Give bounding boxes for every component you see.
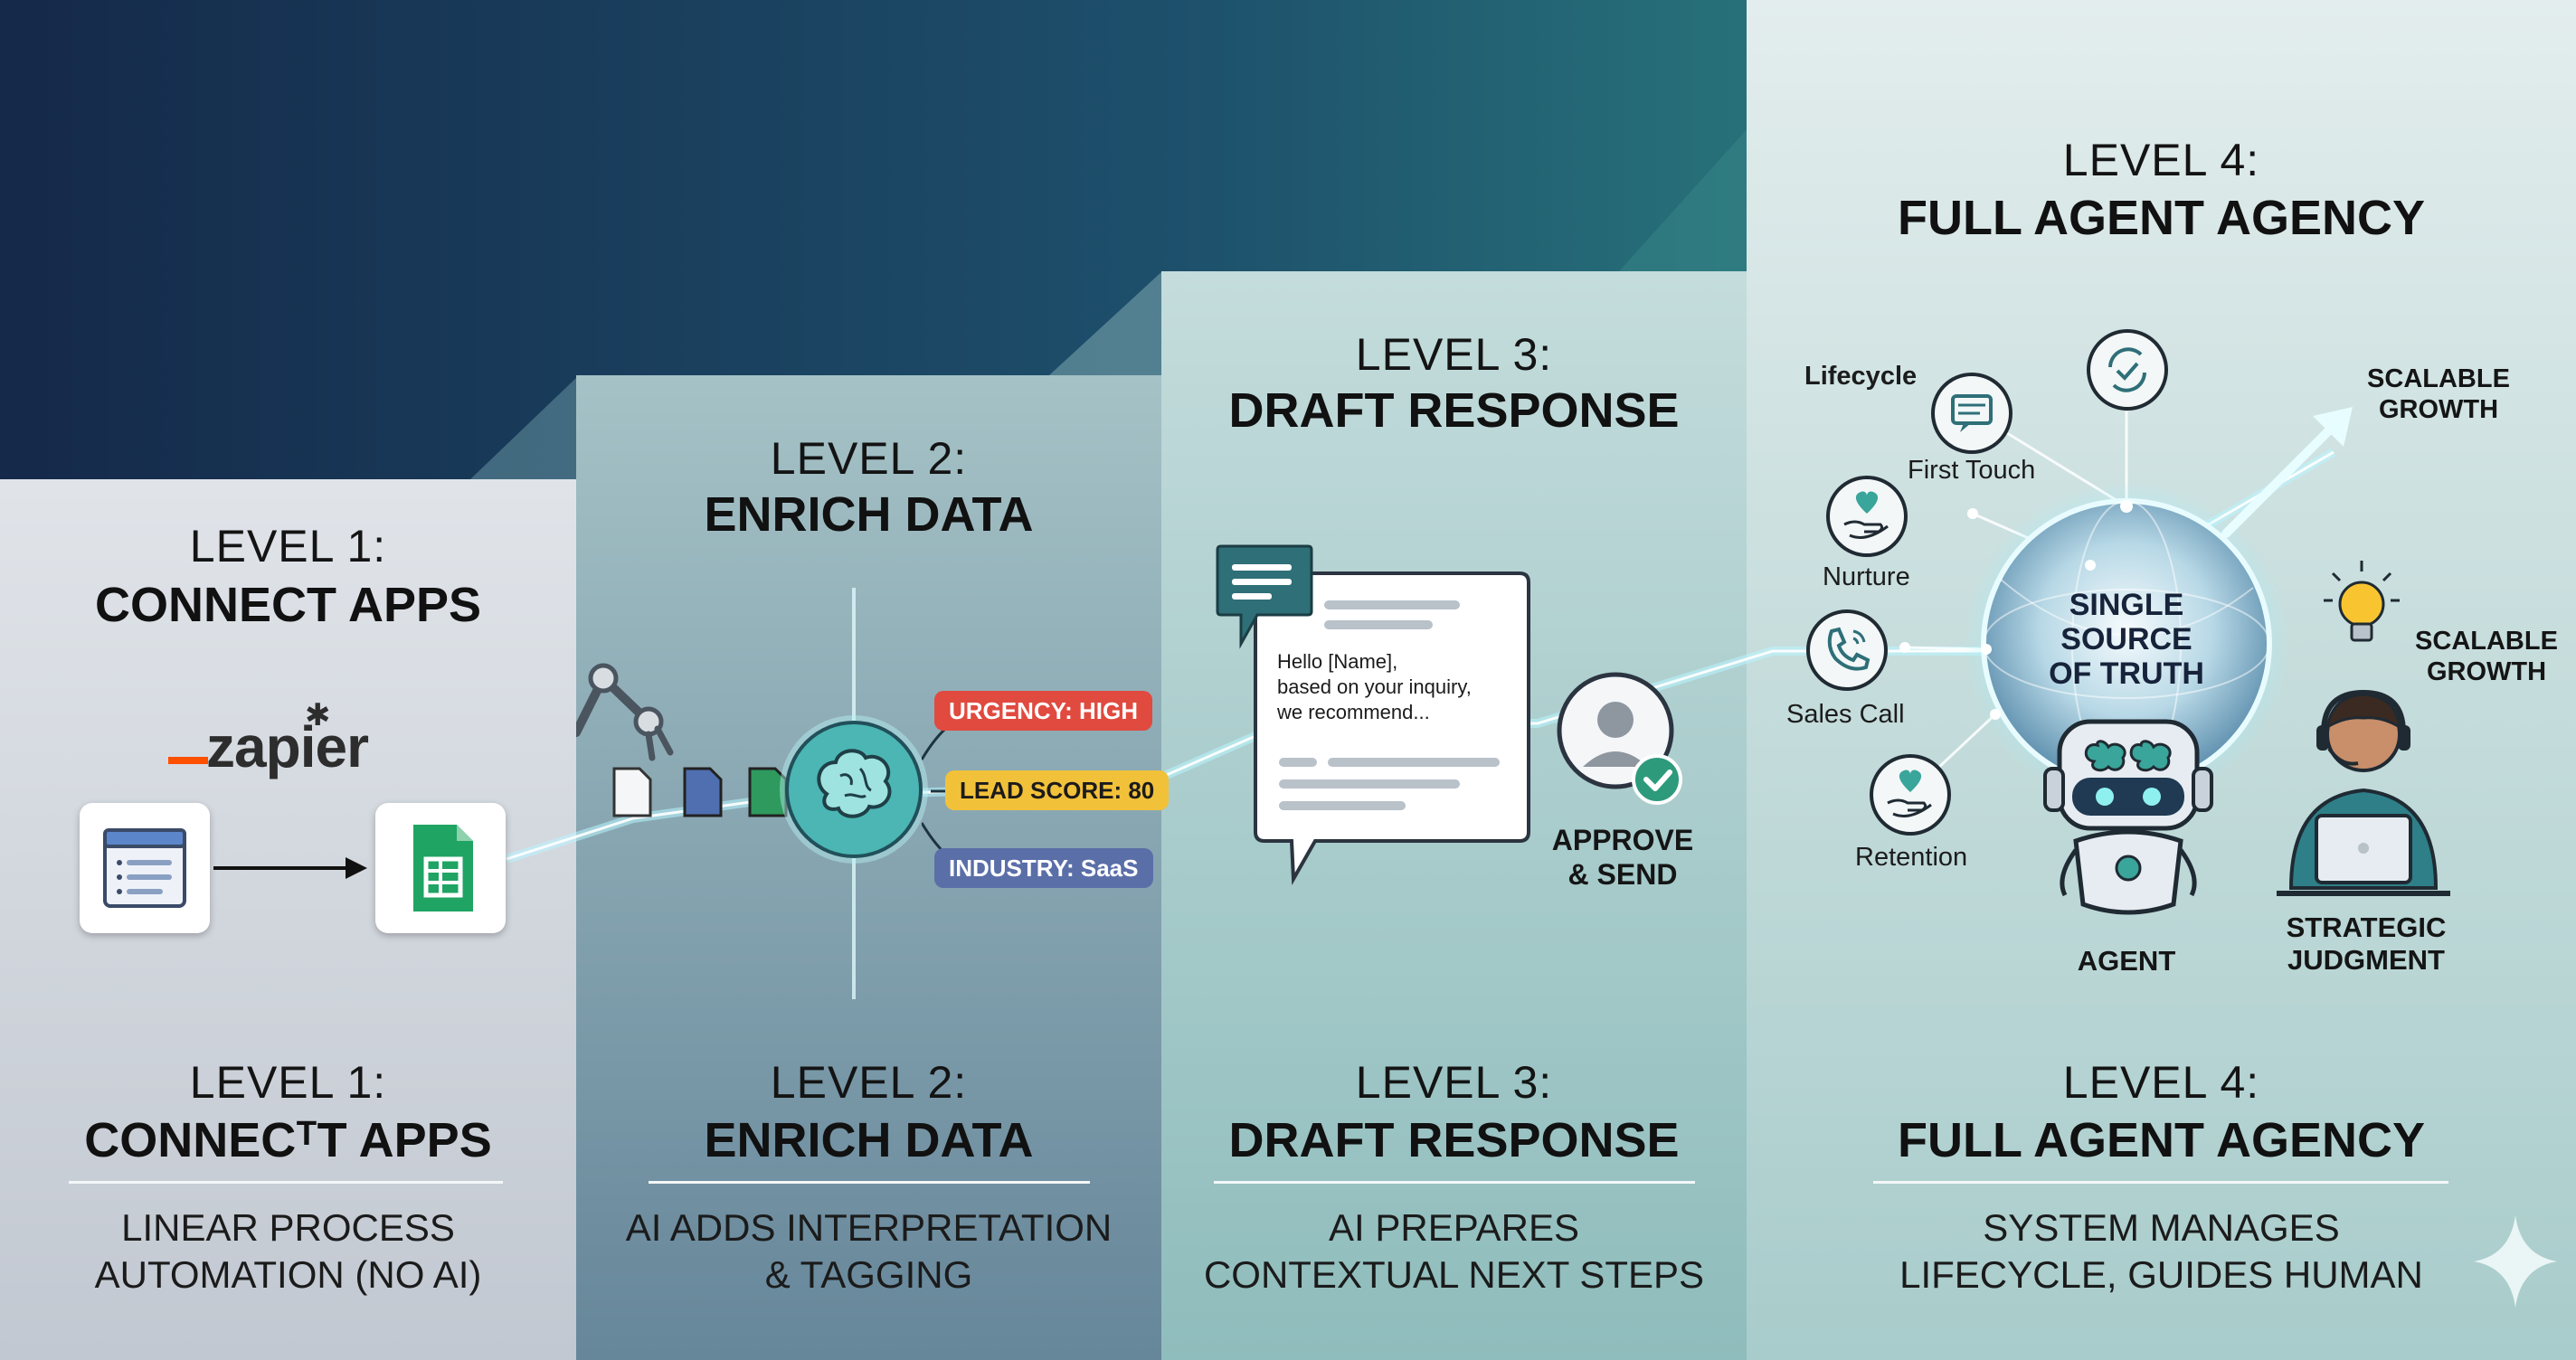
sphere-line: SINGLE [2069,588,2184,622]
zapier-asterisk-icon: ✱ [305,698,331,732]
panel-level-4: LEVEL 4: FULL AGENT AGENCY Lifecycle [1747,0,2576,1360]
scalable-line: SCALABLE [2415,627,2558,656]
agent-label: AGENT [2077,945,2176,977]
draft-line: based on your inquiry, [1277,675,1472,698]
robot-icon [2029,714,2228,927]
zapier-wordmark: zapier [206,714,369,779]
user-check-icon [1556,671,1691,811]
sales-call-label: Sales Call [1786,700,1905,729]
retention-icon [1868,752,1953,842]
draft-line: Hello [Name], [1277,650,1398,673]
level-label: LEVEL 4: [2062,135,2260,185]
tag-urgency: URGENCY: HIGH [934,691,1152,731]
sparkle-icon [2470,1212,2561,1316]
scalable-growth-label: SCALABLE GROWTH [2334,364,2543,425]
level-title: ENRICH DATA [704,487,1034,542]
arrow-right-icon [212,852,371,889]
human-operator-icon [2273,680,2454,911]
tag-industry: INDUSTRY: SaaS [934,848,1153,888]
sales-call-icon [1804,608,1889,697]
scalable-line: SCALABLE [2367,364,2510,393]
panel-level-2: LEVEL 2: ENRICH DATA URGENCY: HIGH LEAD … [572,0,1170,1360]
level-label: LEVEL 4: [2062,1057,2260,1108]
form-window-icon [80,803,210,933]
description-line: AI ADDS INTERPRETATION [625,1206,1113,1249]
robot-arm-icon [572,651,712,791]
level-title: FULL AGENT AGENCY [1897,1113,2425,1167]
level-label: LEVEL 3: [1355,329,1553,380]
nurture-icon [1824,474,1909,563]
approve-send-label: APPROVE & SEND [1523,823,1722,892]
description-line: LIFECYCLE, GUIDES HUMAN [1899,1253,2423,1296]
description-line: & TAGGING [764,1253,973,1296]
scalable-growth-label: SCALABLE GROWTH [2396,626,2576,687]
level-title: FULL AGENT AGENCY [1897,191,2425,245]
level-title: CONNECᵀT APPS [84,1113,492,1167]
description-line: SYSTEM MANAGES [1983,1206,2340,1249]
lifecycle-label: Lifecycle [1804,362,1918,391]
level-title: ENRICH DATA [704,1113,1034,1167]
single-source-of-truth: SINGLE SOURCE OF TRUTH [2018,588,2235,691]
description-line: CONTEXTUAL NEXT STEPS [1203,1253,1705,1296]
retention-label: Retention [1855,843,1968,872]
chat-bubble-icon [1214,543,1315,656]
level-title: CONNECT APPS [94,578,482,632]
description-line: AUTOMATION (NO AI) [94,1253,482,1296]
growth-arrow-icon [2221,407,2353,538]
draft-text: Hello [Name], based on your inquiry, we … [1277,649,1472,725]
sphere-line: OF TRUTH [2049,656,2204,691]
description-line: LINEAR PROCESS [121,1206,455,1249]
divider [69,1181,503,1184]
zapier-underscore [168,757,208,764]
approve-line: APPROVE [1551,824,1694,856]
strategic-judgment-label: STRATEGIC JUDGMENT [2253,911,2479,977]
divider [1873,1181,2448,1184]
level-title: DRAFT RESPONSE [1228,383,1680,438]
level-title: DRAFT RESPONSE [1228,1113,1680,1167]
document-icon [612,767,802,822]
level-label: LEVEL 1: [189,1057,387,1108]
level-label: LEVEL 3: [1355,1057,1553,1108]
panel-level-1: LEVEL 1: CONNECT APPS zapier ✱ LEVEL 1: … [0,0,576,1360]
first-touch-label: First Touch [1908,456,2036,485]
judgment-line: JUDGMENT [2287,944,2445,976]
draft-line: we recommend... [1277,701,1430,723]
zapier-logo: zapier ✱ [165,698,400,779]
scalable-line: GROWTH [2426,657,2547,686]
description-line: AI PREPARES [1329,1206,1579,1249]
lifecycle-sync-icon [2085,327,2170,417]
nurture-label: Nurture [1823,562,1910,591]
google-sheets-icon [375,803,506,933]
lightbulb-icon [2324,559,2400,663]
level-label: LEVEL 1: [189,521,387,571]
brain-icon [777,713,931,871]
panel-level-3: LEVEL 3: DRAFT RESPONSE Hello [Name], ba… [1161,0,1747,1360]
divider [1214,1181,1695,1184]
level-label: LEVEL 2: [770,433,968,484]
tag-lead-score: LEAD SCORE: 80 [945,770,1170,810]
judgment-line: STRATEGIC [2286,911,2447,943]
first-touch-icon [1929,371,2014,460]
divider [649,1181,1090,1184]
scalable-line: GROWTH [2378,395,2499,424]
sphere-line: SOURCE [2060,622,2192,656]
level-label: LEVEL 2: [770,1057,968,1108]
lifecycle-network [1899,406,2289,807]
approve-line: & SEND [1567,858,1678,891]
